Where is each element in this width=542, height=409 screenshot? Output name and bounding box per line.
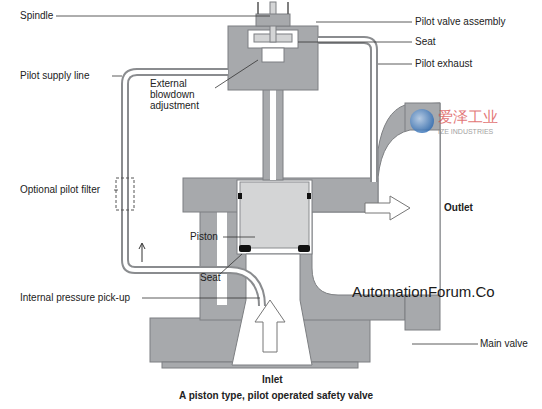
exhaust-tube-bore [318,40,374,182]
part-label: External blowdown adjustment [150,78,214,111]
watermark: IZE INDUSTRIES [438,127,493,136]
outlet-arrow [365,196,410,220]
piston-ring [307,193,311,199]
part-label: Pilot exhaust [415,58,472,69]
part-label: Internal pressure pick-up [20,292,130,303]
part-label: Piston [190,231,218,242]
port-label: Outlet [444,202,473,213]
flow-arrow [139,243,145,262]
supply-tube-bore [125,72,262,306]
watermark: AutomationForum.Co [352,283,495,300]
watermark: 爱泽工业 [438,108,498,125]
exhaust-tube [318,40,374,182]
piston-chamber [237,180,312,254]
piston-ring [238,193,242,199]
part-label: Seat [200,272,221,283]
pilot-cavity [262,48,284,62]
part-label: Pilot valve assembly [415,16,506,27]
watermark-logo [410,109,434,133]
filter-box [116,178,134,210]
seat-ring [239,245,251,252]
caption: A piston type, pilot operated safety val… [179,390,373,401]
part-label: Main valve [480,338,528,349]
seat-ring [298,245,310,252]
pilot-column-bore [270,88,276,180]
spring-symbol [258,2,288,14]
pilot-column [263,88,283,180]
piston-shape [240,182,309,248]
part-label: Pilot supply line [20,70,89,81]
part-label: Spindle [20,10,53,21]
inlet-arrow [255,300,285,352]
port-label: Inlet [262,374,283,385]
part-label: Optional pilot filter [20,184,100,195]
part-label: Seat [415,36,436,47]
supply-tube [125,72,262,306]
